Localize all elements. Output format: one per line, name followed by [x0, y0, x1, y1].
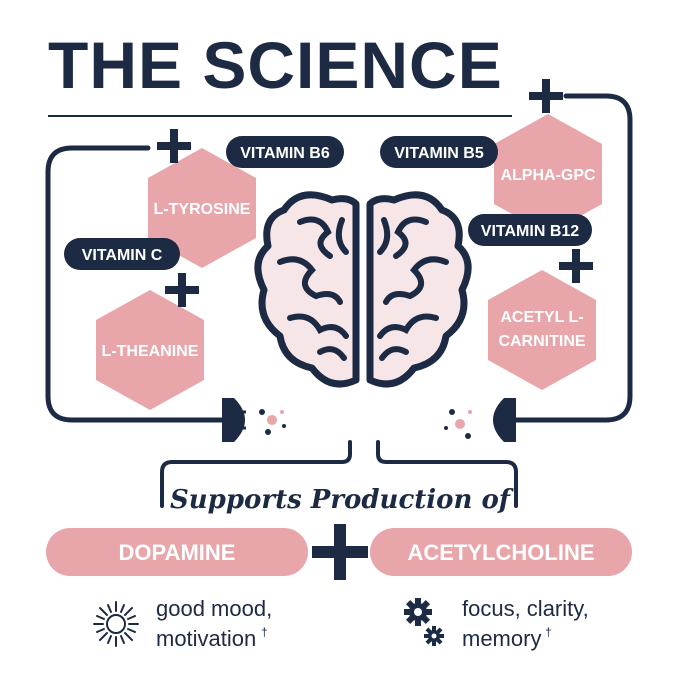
pill-vitamin-b12	[468, 214, 592, 246]
right-connector-line	[513, 93, 633, 423]
l-theanine-label: L-THEANINE	[102, 343, 199, 360]
hexagon-l-theanine	[96, 290, 204, 410]
supports-production-text: Supports Production of	[170, 485, 514, 515]
alpha-gpc-label: ALPHA-GPC	[500, 167, 596, 184]
benefit-left-line2: motivation	[156, 626, 256, 651]
acetylcholine-pill	[370, 528, 632, 576]
brain-icon	[254, 191, 472, 388]
dopamine-label: DOPAMINE	[119, 540, 236, 565]
vitamin-b6-label: VITAMIN B6	[240, 145, 330, 162]
hexagon-l-tyrosine	[148, 148, 256, 268]
vitamin-b5-label: VITAMIN B5	[394, 145, 484, 162]
plug-icon	[222, 398, 246, 442]
benefit-left-line1: good mood,	[156, 596, 272, 621]
pill-vitamin-c	[64, 238, 180, 270]
brain-to-acetylcholine-line	[376, 440, 518, 508]
l-tyrosine-label: L-TYROSINE	[154, 201, 251, 218]
left-connector-line	[45, 145, 227, 423]
brain-to-dopamine-line	[160, 440, 352, 508]
vitamin-c-label: VITAMIN C	[82, 247, 163, 264]
plus-icon	[559, 249, 593, 283]
vitamin-b12-label: VITAMIN B12	[481, 223, 579, 240]
hexagon-acetyl-l-carnitine	[488, 270, 596, 390]
page-title: THE SCIENCE	[48, 28, 503, 102]
dagger-mark: †	[545, 625, 552, 639]
pill-vitamin-b6	[226, 136, 344, 168]
plus-icon	[312, 524, 368, 580]
dopamine-pill	[46, 528, 308, 576]
pill-vitamin-b5	[380, 136, 498, 168]
acetyl-l-carnitine-label-line2: CARNITINE	[498, 333, 585, 350]
spark-dots	[259, 409, 286, 435]
dagger-mark: †	[261, 625, 268, 639]
benefit-right-line1: focus, clarity,	[462, 596, 589, 621]
spark-dots	[444, 409, 472, 439]
hexagon-alpha-gpc	[494, 114, 602, 234]
benefit-right-line2: memory	[462, 626, 541, 651]
gears-icon	[404, 598, 444, 646]
acetylcholine-label: ACETYLCHOLINE	[408, 540, 595, 565]
plus-icon	[529, 79, 563, 113]
acetyl-l-carnitine-label-line1: ACETYL L-	[500, 309, 583, 326]
sun-icon	[93, 601, 139, 647]
plug-icon	[493, 398, 516, 442]
